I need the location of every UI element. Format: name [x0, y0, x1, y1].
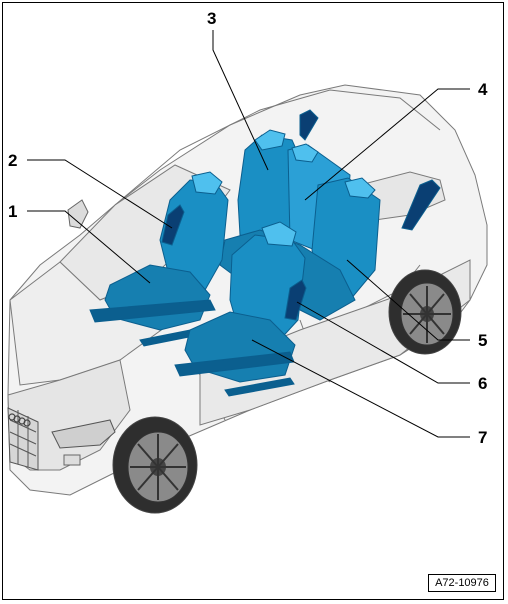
rear-seatbelt — [299, 109, 319, 141]
front-right-headrest — [261, 221, 297, 247]
callout-5: 5 — [478, 331, 488, 350]
leader-line-6 — [296, 301, 470, 384]
car-roof-line — [114, 89, 441, 206]
leader-line-1 — [27, 210, 151, 284]
leader-line-4 — [304, 88, 470, 201]
front-left-seat-rail — [89, 299, 216, 323]
front-wheel — [112, 416, 198, 514]
rear-headrest-right — [344, 177, 376, 199]
callout-7: 7 — [478, 428, 488, 447]
front-left-headrest — [191, 171, 223, 195]
callout-2: 2 — [8, 151, 18, 170]
headlight — [51, 419, 116, 449]
leader-line-5 — [346, 259, 470, 341]
leader-line-2 — [27, 159, 173, 229]
callout-1: 1 — [8, 202, 18, 221]
figure-id-label: A72-10976 — [428, 574, 496, 592]
rear-headrest-center — [291, 143, 319, 163]
figure-frame — [2, 2, 504, 600]
callout-4: 4 — [478, 80, 488, 99]
leader-line-7 — [251, 339, 470, 438]
rear-seatbelt-strap — [401, 179, 441, 231]
leader-lines — [27, 30, 470, 438]
front-right-seat-runner — [224, 377, 295, 397]
rear-wheel — [388, 269, 462, 355]
front-left-seat — [89, 171, 229, 347]
callout-6: 6 — [478, 374, 488, 393]
rear-headrest-left — [254, 129, 286, 151]
audi-rings-logo — [8, 413, 31, 427]
callout-3: 3 — [207, 9, 217, 28]
side-mirror — [67, 199, 89, 229]
leader-line-3 — [212, 30, 269, 171]
fog-light — [63, 454, 81, 466]
side-airbag-left — [161, 204, 185, 246]
